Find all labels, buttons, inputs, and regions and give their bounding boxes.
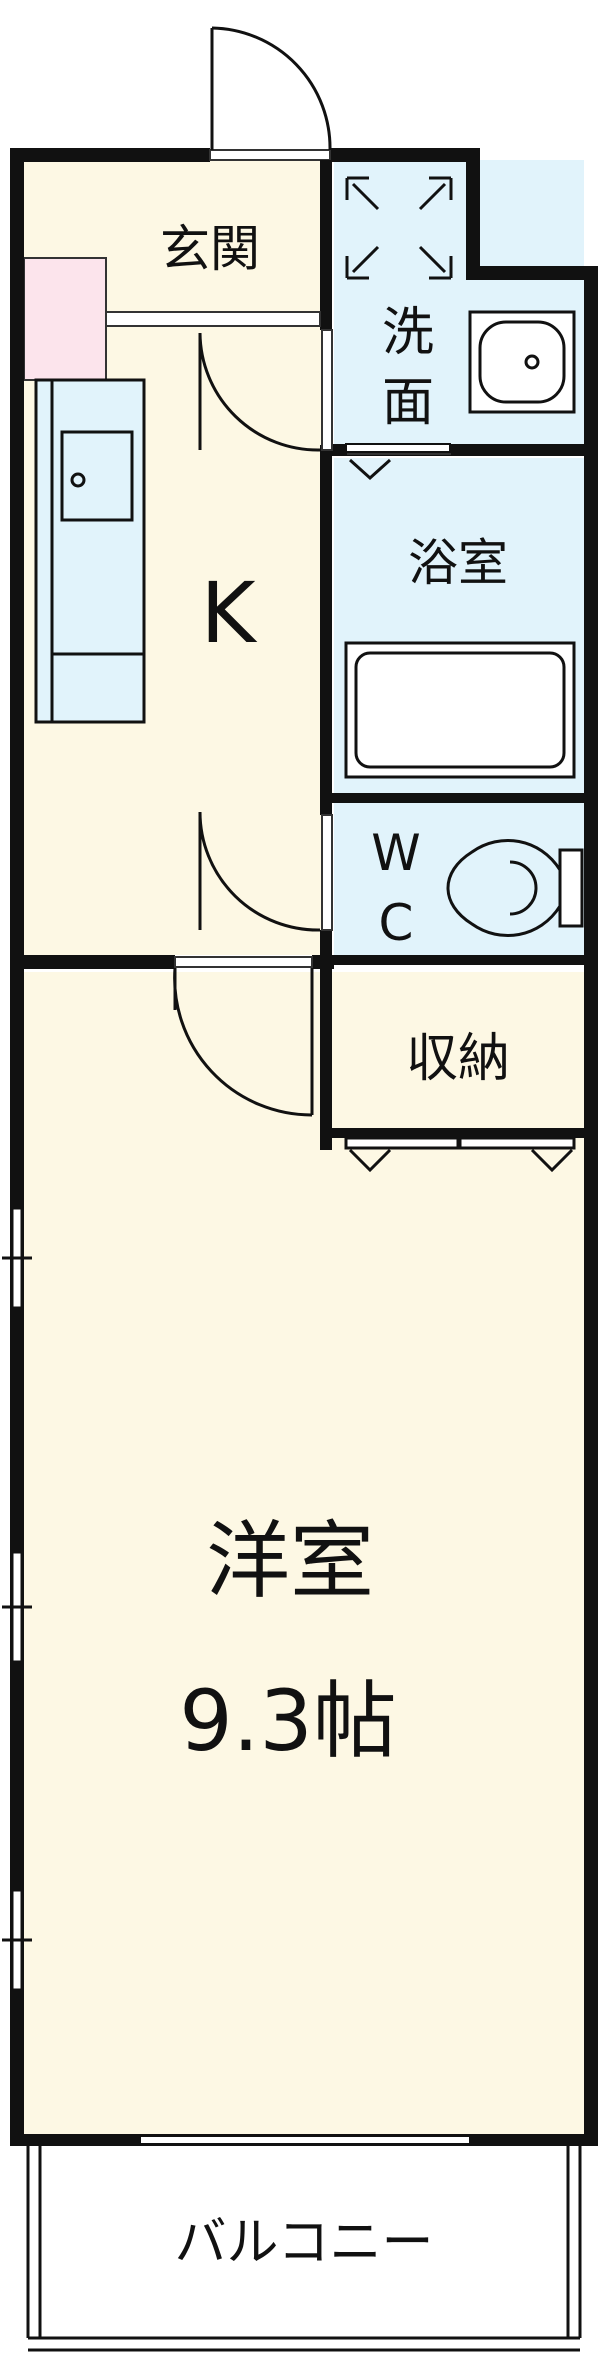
bath-door-marker-icon — [348, 458, 392, 481]
room-door-opening — [174, 956, 313, 968]
toilet-icon — [446, 838, 584, 938]
western-room-label: 洋室 — [206, 1512, 374, 1610]
wc-floor — [334, 802, 584, 956]
kitchen-counter — [34, 378, 146, 724]
interior-walls — [10, 160, 584, 1150]
bathtub-icon — [344, 641, 576, 779]
wc-label-w: W — [371, 824, 420, 882]
storage-label: 収納 — [406, 1029, 510, 1089]
bath-label: 浴室 — [408, 534, 508, 592]
balcony-label: バルコニー — [175, 2213, 434, 2273]
washing-machine-space-icon — [345, 176, 453, 280]
wc-door-opening — [321, 814, 333, 931]
washroom-cabinet — [345, 443, 451, 453]
wc-label-c: C — [379, 894, 414, 952]
shoe-closet — [23, 257, 107, 381]
balcony-railing — [26, 2146, 582, 2352]
washbasin-icon — [468, 310, 576, 414]
storage-door-markers — [344, 1136, 576, 1173]
west-windows — [2, 1206, 32, 1992]
kitchen-door-opening — [321, 329, 333, 451]
western-room-floor — [24, 972, 584, 2134]
door-swings — [173, 26, 332, 1117]
balcony-window — [139, 2135, 471, 2145]
entrance-door-frame — [209, 149, 331, 161]
washroom-label-1: 洗 — [382, 303, 434, 363]
entrance-step — [105, 311, 321, 327]
entrance-label: 玄関 — [160, 220, 260, 278]
western-room-size-label: 9.3帖 — [179, 1672, 397, 1770]
washroom-label-2: 面 — [382, 373, 434, 433]
kitchen-label: K — [200, 564, 257, 662]
